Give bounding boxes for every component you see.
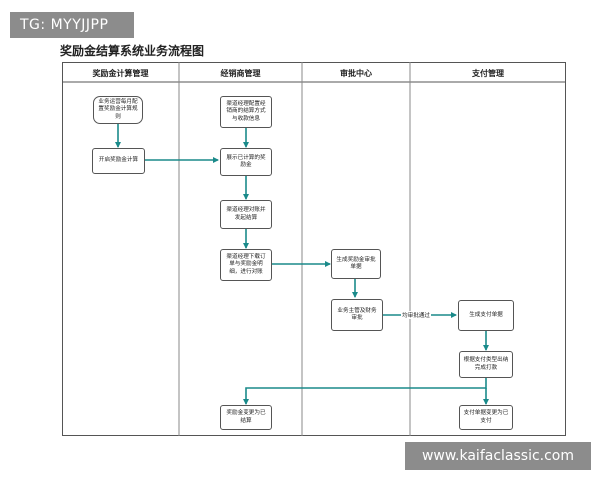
node-label: 支付单据变更为已支付 xyxy=(463,410,509,424)
node-download-details: 渠道经理下载订单与奖励金明细，进行对账 xyxy=(220,249,272,281)
node-label: 展示已计算的奖励金 xyxy=(226,154,266,169)
diagram-frame xyxy=(62,62,566,436)
node-generate-approval: 生成奖励金审批单据 xyxy=(331,249,381,279)
lane-header-reward-mgmt: 奖励金计算管理 xyxy=(92,69,149,78)
node-finance-review: 业务主管及财务审批 xyxy=(331,299,383,331)
diagram-title: 奖励金结算系统业务流程图 xyxy=(60,44,205,58)
node-initiate-settlement: 渠道经理对账并发起结算 xyxy=(220,200,272,229)
tg-badge: TG: MYYJJPP xyxy=(10,12,134,38)
node-label: 渠道经理配置经销商的结算方式与收款信息 xyxy=(226,100,266,122)
node-payment-changed: 支付单据变更为已支付 xyxy=(459,405,513,430)
watermark-url: www.kaifaclassic.com xyxy=(405,442,591,470)
node-label: 业务运营每月配置奖励金计算规则 xyxy=(98,98,138,120)
lane-header-payment-mgmt: 支付管理 xyxy=(472,69,504,78)
node-label: 生成支付单据 xyxy=(469,311,503,318)
lane-header-dealer-mgmt: 经销商管理 xyxy=(220,69,261,78)
node-label: 奖励金变更为已结算 xyxy=(226,410,266,424)
edge-label-approved: 均审批通过 xyxy=(401,311,431,319)
node-generate-payment: 生成支付单据 xyxy=(458,300,514,331)
edge-complete-to-settled xyxy=(243,378,487,405)
node-label: 业务主管及财务审批 xyxy=(337,307,377,322)
node-label: 根据支付类型出纳完成打款 xyxy=(463,357,509,371)
lane-header-approval-center: 审批中心 xyxy=(340,69,372,78)
node-complete-payment: 根据支付类型出纳完成打款 xyxy=(459,351,513,378)
node-configure-rules: 业务运营每月配置奖励金计算规则 xyxy=(93,96,143,124)
node-label: 渠道经理对账并发起结算 xyxy=(226,207,266,221)
node-label: 生成奖励金审批单据 xyxy=(336,256,376,271)
node-show-calculated: 展示已计算的奖励金 xyxy=(220,148,272,176)
node-reward-settled: 奖励金变更为已结算 xyxy=(220,405,272,430)
node-configure-settlement: 渠道经理配置经销商的结算方式与收款信息 xyxy=(220,96,272,128)
node-start-calc: 开启奖励金计算 xyxy=(92,148,145,174)
node-label: 开启奖励金计算 xyxy=(98,157,139,164)
node-label: 渠道经理下载订单与奖励金明细，进行对账 xyxy=(226,253,266,275)
